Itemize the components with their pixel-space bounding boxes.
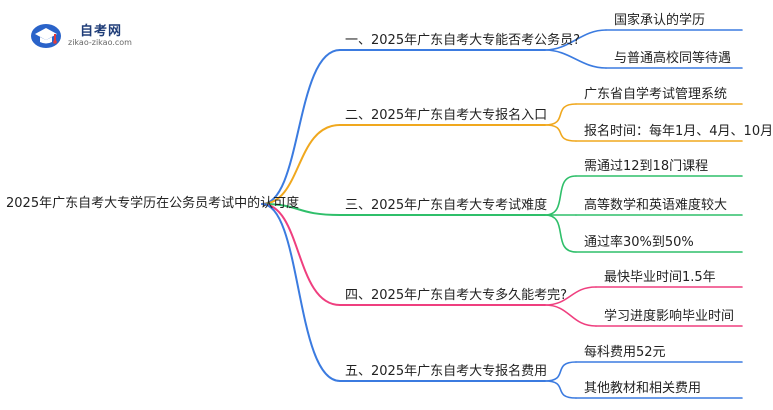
branch-node-2[interactable]: 二、2025年广东自考大专报名入口 bbox=[345, 108, 547, 124]
leaf-node-label: 每科费用52元 bbox=[584, 345, 666, 360]
root-to-branch-connector bbox=[261, 49, 341, 205]
leaf-node-label: 广东省自学考试管理系统 bbox=[584, 87, 728, 102]
branch-node-3[interactable]: 三、2025年广东自考大专考试难度 bbox=[345, 198, 547, 214]
branch-node-4[interactable]: 四、2025年广东自考大专多久能考完? bbox=[345, 288, 567, 304]
leaf-node-3-2[interactable]: 高等数学和英语难度较大 bbox=[584, 198, 727, 214]
site-logo[interactable]: 自考网 zikao-zikao.com bbox=[28, 18, 168, 58]
branch-node-label: 一、2025年广东自考大专能否考公务员? bbox=[345, 33, 580, 48]
leaf-node-label: 高等数学和英语难度较大 bbox=[584, 198, 728, 213]
leaf-node-label: 国家承认的学历 bbox=[614, 13, 706, 28]
root-to-branch-connector bbox=[261, 203, 341, 216]
leaf-node-label: 需通过12到18门课程 bbox=[584, 159, 709, 174]
leaf-node-label: 其他教材和相关费用 bbox=[584, 381, 702, 396]
root-to-branch-connector bbox=[261, 203, 341, 382]
leaf-node-5-2[interactable]: 其他教材和相关费用 bbox=[584, 381, 701, 397]
leaf-node-label: 通过率30%到50% bbox=[584, 235, 694, 250]
root-node[interactable]: 2025年广东自考大专学历在公务员考试中的认可度 bbox=[6, 196, 299, 212]
root-to-branch-connector bbox=[261, 124, 341, 205]
branch-to-leaf-connector bbox=[544, 214, 577, 253]
leaf-node-1-2[interactable]: 与普通高校同等待遇 bbox=[614, 51, 731, 67]
leaf-node-3-3[interactable]: 通过率30%到50% bbox=[584, 235, 694, 251]
leaf-node-label: 报名时间：每年1月、4月、10月 bbox=[584, 124, 773, 139]
leaf-node-1-1[interactable]: 国家承认的学历 bbox=[614, 13, 705, 29]
leaf-node-2-1[interactable]: 广东省自学考试管理系统 bbox=[584, 87, 727, 103]
branch-node-label: 二、2025年广东自考大专报名入口 bbox=[345, 108, 548, 123]
leaf-node-4-2[interactable]: 学习进度影响毕业时间 bbox=[604, 309, 734, 325]
leaf-node-5-1[interactable]: 每科费用52元 bbox=[584, 345, 666, 361]
branch-to-leaf-connector bbox=[544, 29, 607, 51]
leaf-node-label: 最快毕业时间1.5年 bbox=[604, 270, 716, 285]
mindmap-connectors bbox=[261, 29, 743, 399]
leaf-node-3-1[interactable]: 需通过12到18门课程 bbox=[584, 159, 708, 175]
branch-to-leaf-connector bbox=[544, 304, 597, 327]
leaf-node-2-2[interactable]: 报名时间：每年1月、4月、10月 bbox=[584, 124, 773, 140]
logo-title: 自考网 bbox=[80, 24, 123, 39]
leaf-node-label: 与普通高校同等待遇 bbox=[614, 51, 732, 66]
branch-to-leaf-connector bbox=[544, 124, 577, 142]
branch-to-leaf-connector bbox=[544, 286, 597, 306]
branch-to-leaf-connector bbox=[544, 361, 577, 382]
leaf-node-4-1[interactable]: 最快毕业时间1.5年 bbox=[604, 270, 716, 286]
root-to-branch-connector bbox=[261, 203, 341, 306]
leaf-node-label: 学习进度影响毕业时间 bbox=[604, 309, 735, 324]
branch-node-5[interactable]: 五、2025年广东自考大专报名费用 bbox=[345, 364, 547, 380]
branch-to-leaf-connector bbox=[544, 49, 607, 69]
branch-node-1[interactable]: 一、2025年广东自考大专能否考公务员? bbox=[345, 33, 580, 49]
logo-url: zikao-zikao.com bbox=[68, 38, 132, 47]
branch-node-label: 四、2025年广东自考大专多久能考完? bbox=[345, 288, 567, 303]
branch-to-leaf-connector bbox=[544, 175, 577, 216]
branch-node-label: 三、2025年广东自考大专考试难度 bbox=[345, 198, 548, 213]
root-node-label: 2025年广东自考大专学历在公务员考试中的认可度 bbox=[6, 196, 300, 211]
branch-node-label: 五、2025年广东自考大专报名费用 bbox=[345, 364, 548, 379]
branch-to-leaf-connector bbox=[544, 380, 577, 399]
branch-to-leaf-connector bbox=[544, 103, 577, 126]
graduation-cap-icon bbox=[31, 24, 61, 48]
